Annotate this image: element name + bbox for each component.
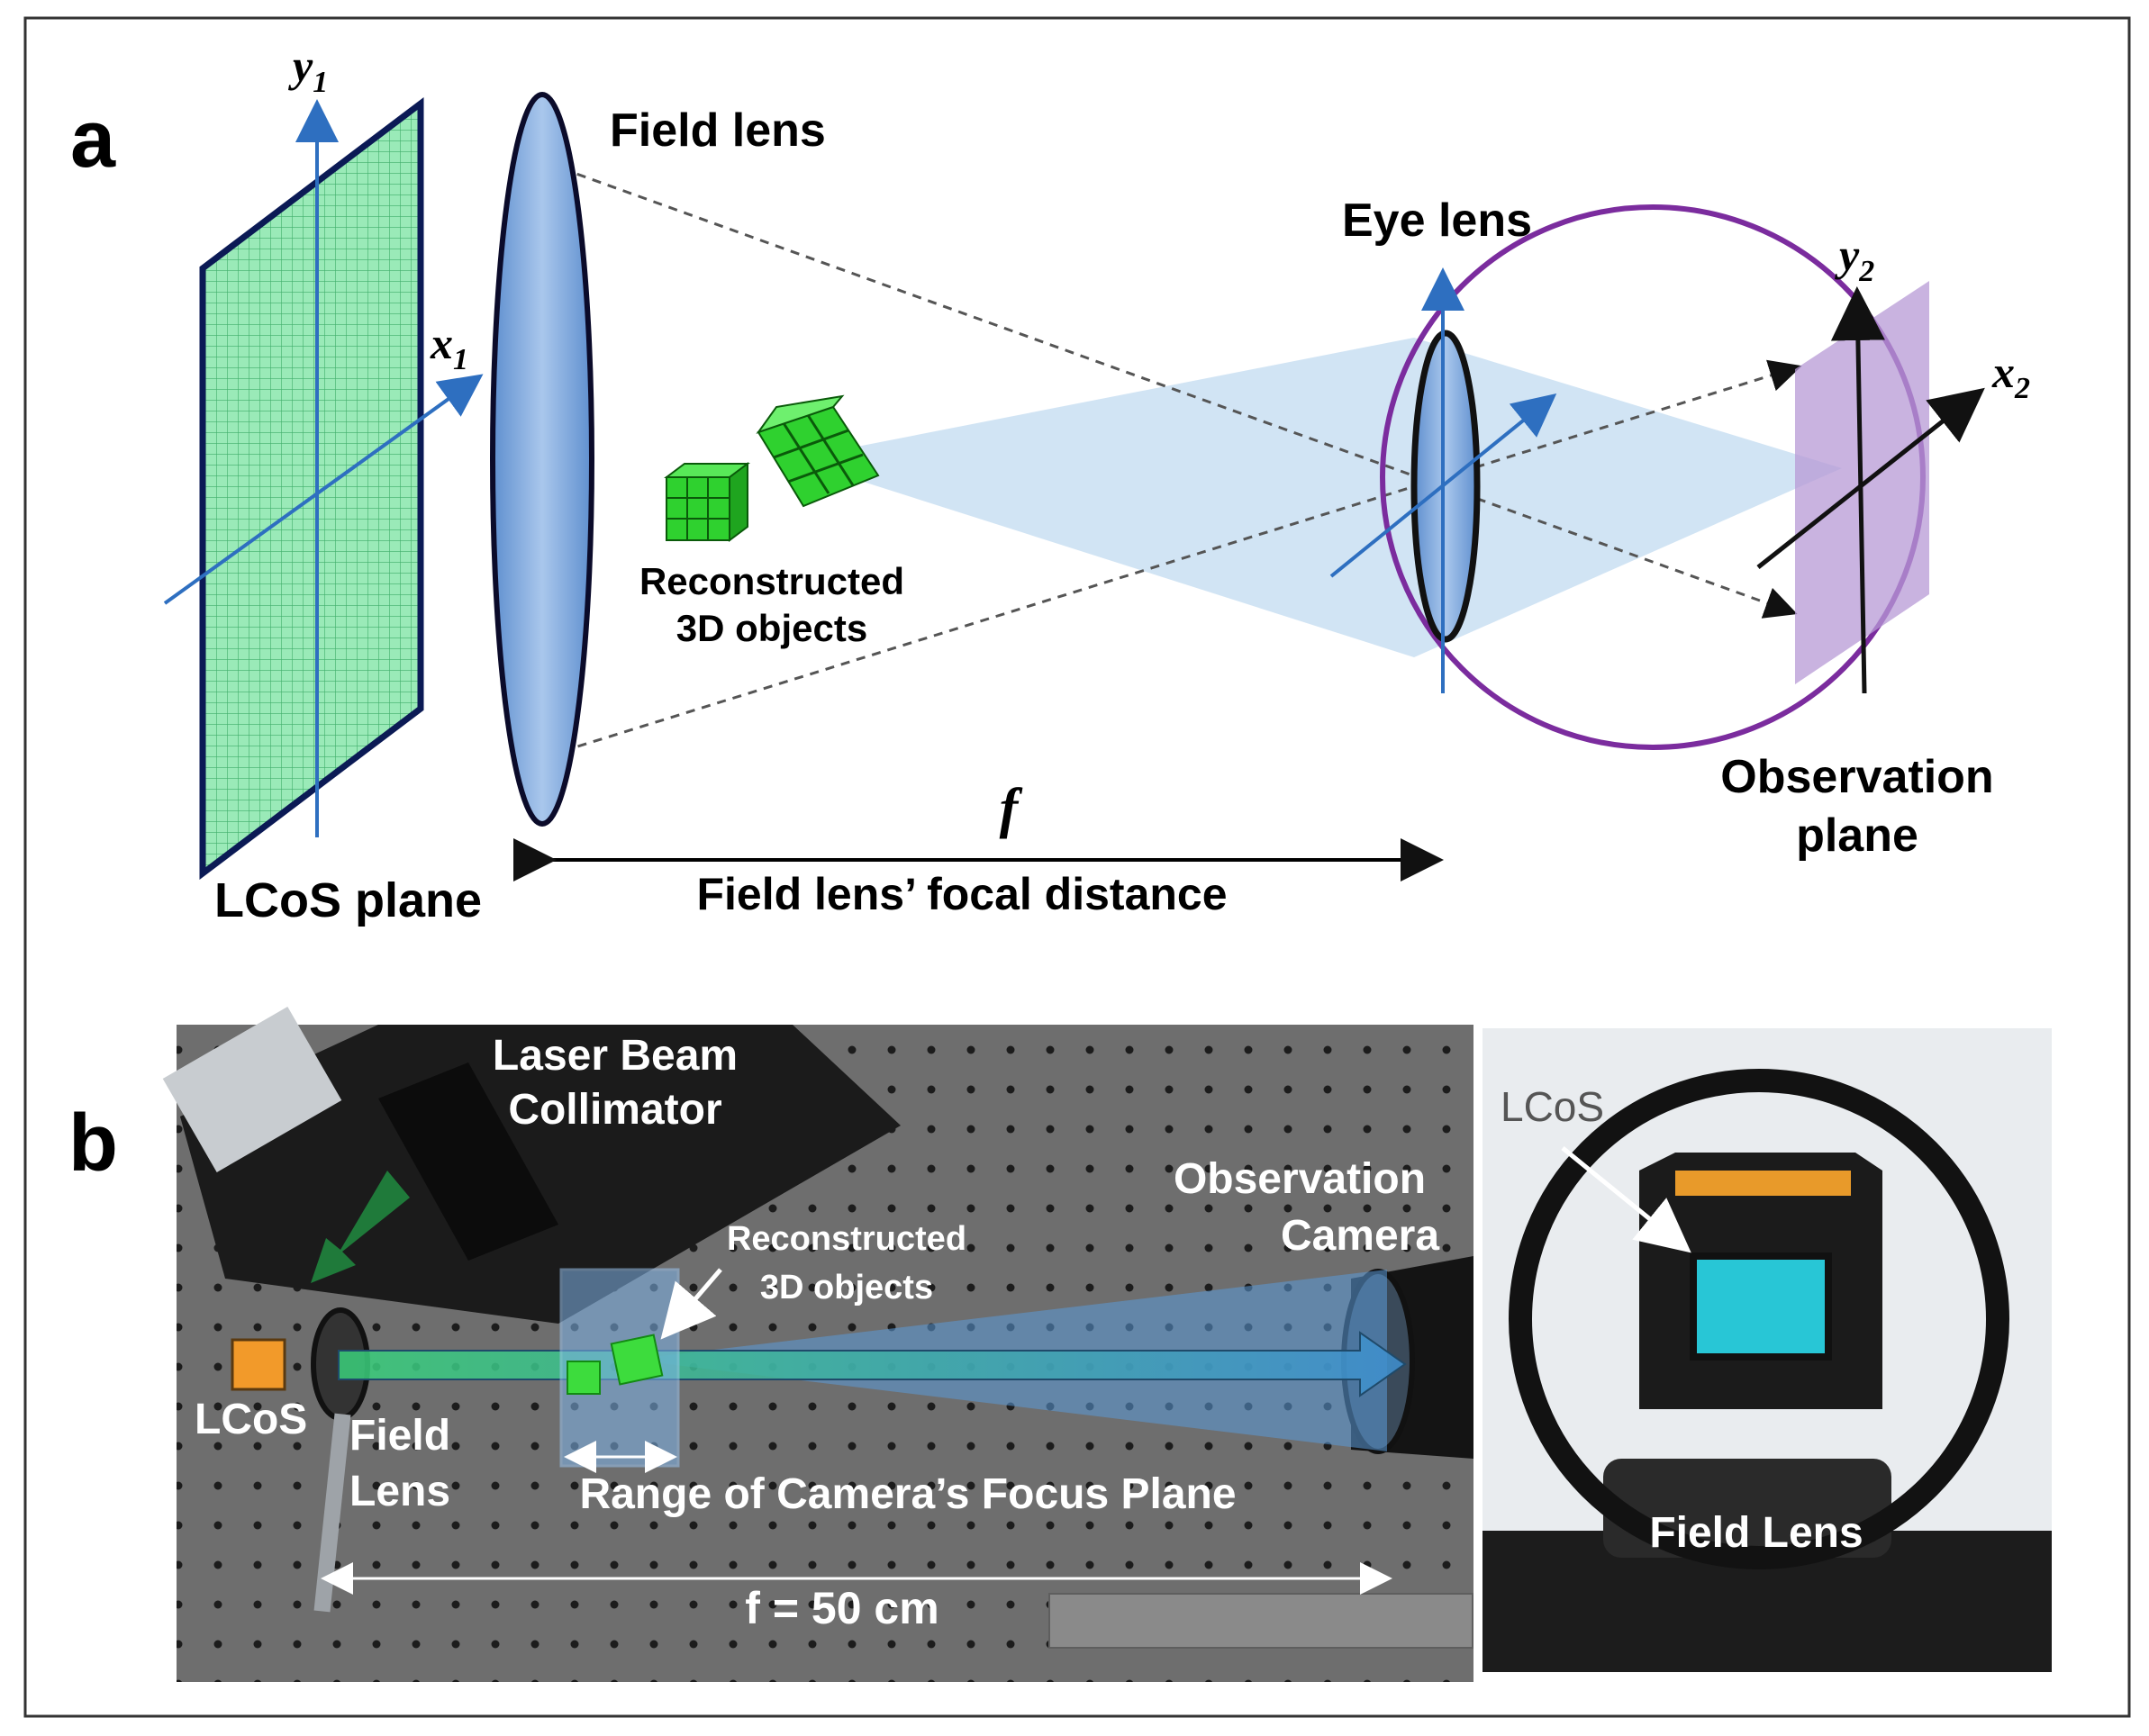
inset-field-lens-label: Field Lens <box>1649 1509 1863 1557</box>
x2-axis <box>1756 387 1985 569</box>
eye-lens-label: Eye lens <box>1342 194 1532 247</box>
y2-axis <box>1830 286 1885 694</box>
photo-recon-label-1: Reconstructed <box>727 1220 966 1258</box>
panel-a: a y1 x1 Field lens Reconstructed 3D obje… <box>70 41 2030 927</box>
observation-label-2: plane <box>1796 809 1918 862</box>
figure-border <box>23 16 2131 1718</box>
inset-lcos-chip <box>1690 1252 1832 1361</box>
small-cube <box>664 462 750 542</box>
laser-collimator-label-2: Collimator <box>508 1086 721 1134</box>
photo-cube-large <box>610 1334 664 1386</box>
f-symbol: f <box>1000 778 1023 839</box>
panel-a-label: a <box>70 95 116 185</box>
lcos-plane <box>199 96 424 881</box>
panel-b-label: b <box>68 1099 118 1189</box>
inset-lcos-arrow <box>1561 1146 1691 1253</box>
setup-photo <box>162 1007 1473 1682</box>
field-lens-photo-label-1: Field <box>349 1412 450 1460</box>
field-lens-label: Field lens <box>610 104 826 157</box>
reconstructed-label-1: Reconstructed <box>639 560 904 602</box>
inset-photo <box>1483 1028 2052 1672</box>
large-cube <box>756 394 880 508</box>
light-cone <box>793 338 1842 657</box>
x1-label: x1 <box>430 318 468 376</box>
dashed-ray-upper <box>530 156 1798 619</box>
focal-distance-label: Field lens’ focal distance <box>696 869 1227 919</box>
photo-recon-label-2: 3D objects <box>760 1269 933 1307</box>
panel-b: b <box>68 1007 2052 1682</box>
inset-lens-ring <box>1509 1069 2009 1569</box>
focus-range-label: Range of Camera’s Focus Plane <box>579 1470 1236 1518</box>
photo-cube-small <box>567 1361 601 1395</box>
lcos-device <box>231 1338 286 1391</box>
laser-direction-arrow <box>311 1171 410 1283</box>
ruler <box>1048 1593 1473 1649</box>
lcos-plane-label: LCoS plane <box>214 873 482 927</box>
beam-arrow <box>338 1331 1407 1397</box>
observation-camera-label-2: Camera <box>1281 1212 1439 1260</box>
x1-axis <box>163 374 484 605</box>
eye-x-axis <box>1329 393 1557 578</box>
y1-label: y1 <box>288 41 328 99</box>
f-equation-label: f = 50 cm <box>745 1583 938 1633</box>
inset-lcos-label: LCoS <box>1501 1083 1604 1130</box>
reconstructed-label-2: 3D objects <box>676 607 867 649</box>
lcos-label: LCoS <box>195 1396 307 1443</box>
observation-label-1: Observation <box>1720 751 1993 803</box>
y2-label: y2 <box>1835 230 1874 288</box>
recon-pointer-arrow <box>660 1268 722 1340</box>
x2-label: x2 <box>1991 347 2030 405</box>
field-lens-photo-label-2: Lens <box>349 1468 450 1515</box>
observation-camera-label-1: Observation <box>1174 1155 1426 1203</box>
eye-lens <box>1410 330 1481 643</box>
field-lens <box>490 92 594 827</box>
laser-collimator <box>180 1025 901 1324</box>
dashed-ray-lower <box>530 359 1802 763</box>
laser-collimator-label-1: Laser Beam <box>493 1032 738 1080</box>
